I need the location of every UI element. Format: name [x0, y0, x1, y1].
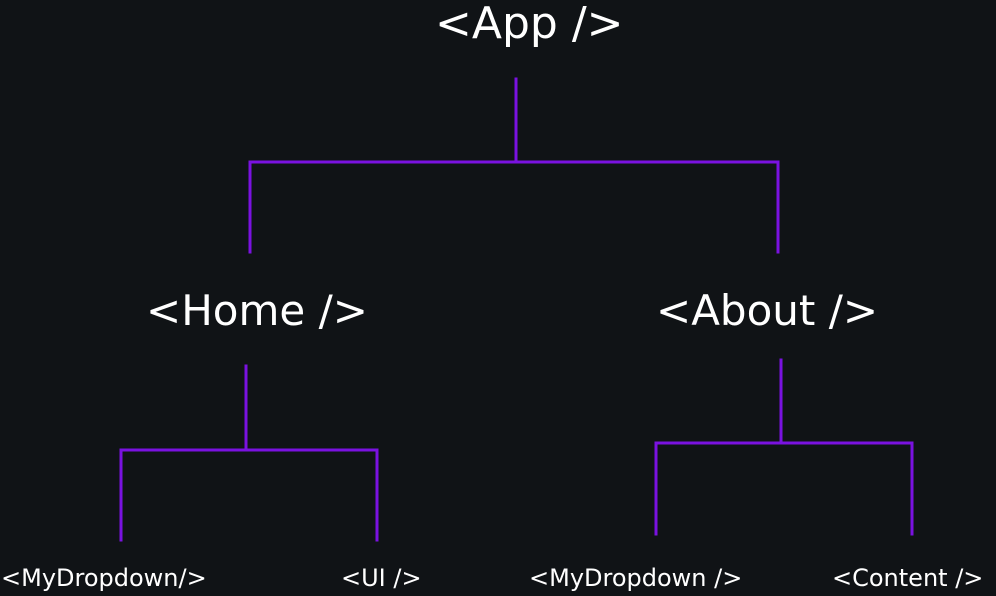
node-about: <About /> [656, 286, 879, 335]
about-branch-bar [654, 441, 914, 536]
node-home-mydropdown: <MyDropdown/> [1, 564, 207, 592]
root-branch-bar [248, 160, 780, 254]
node-home: <Home /> [146, 286, 368, 335]
node-about-mydropdown: <MyDropdown /> [529, 564, 743, 592]
node-home-ui: <UI /> [341, 564, 422, 592]
node-about-content: <Content /> [832, 564, 984, 592]
home-branch-bar [119, 448, 379, 542]
node-app: <App /> [435, 0, 624, 49]
connector-group [119, 77, 914, 542]
